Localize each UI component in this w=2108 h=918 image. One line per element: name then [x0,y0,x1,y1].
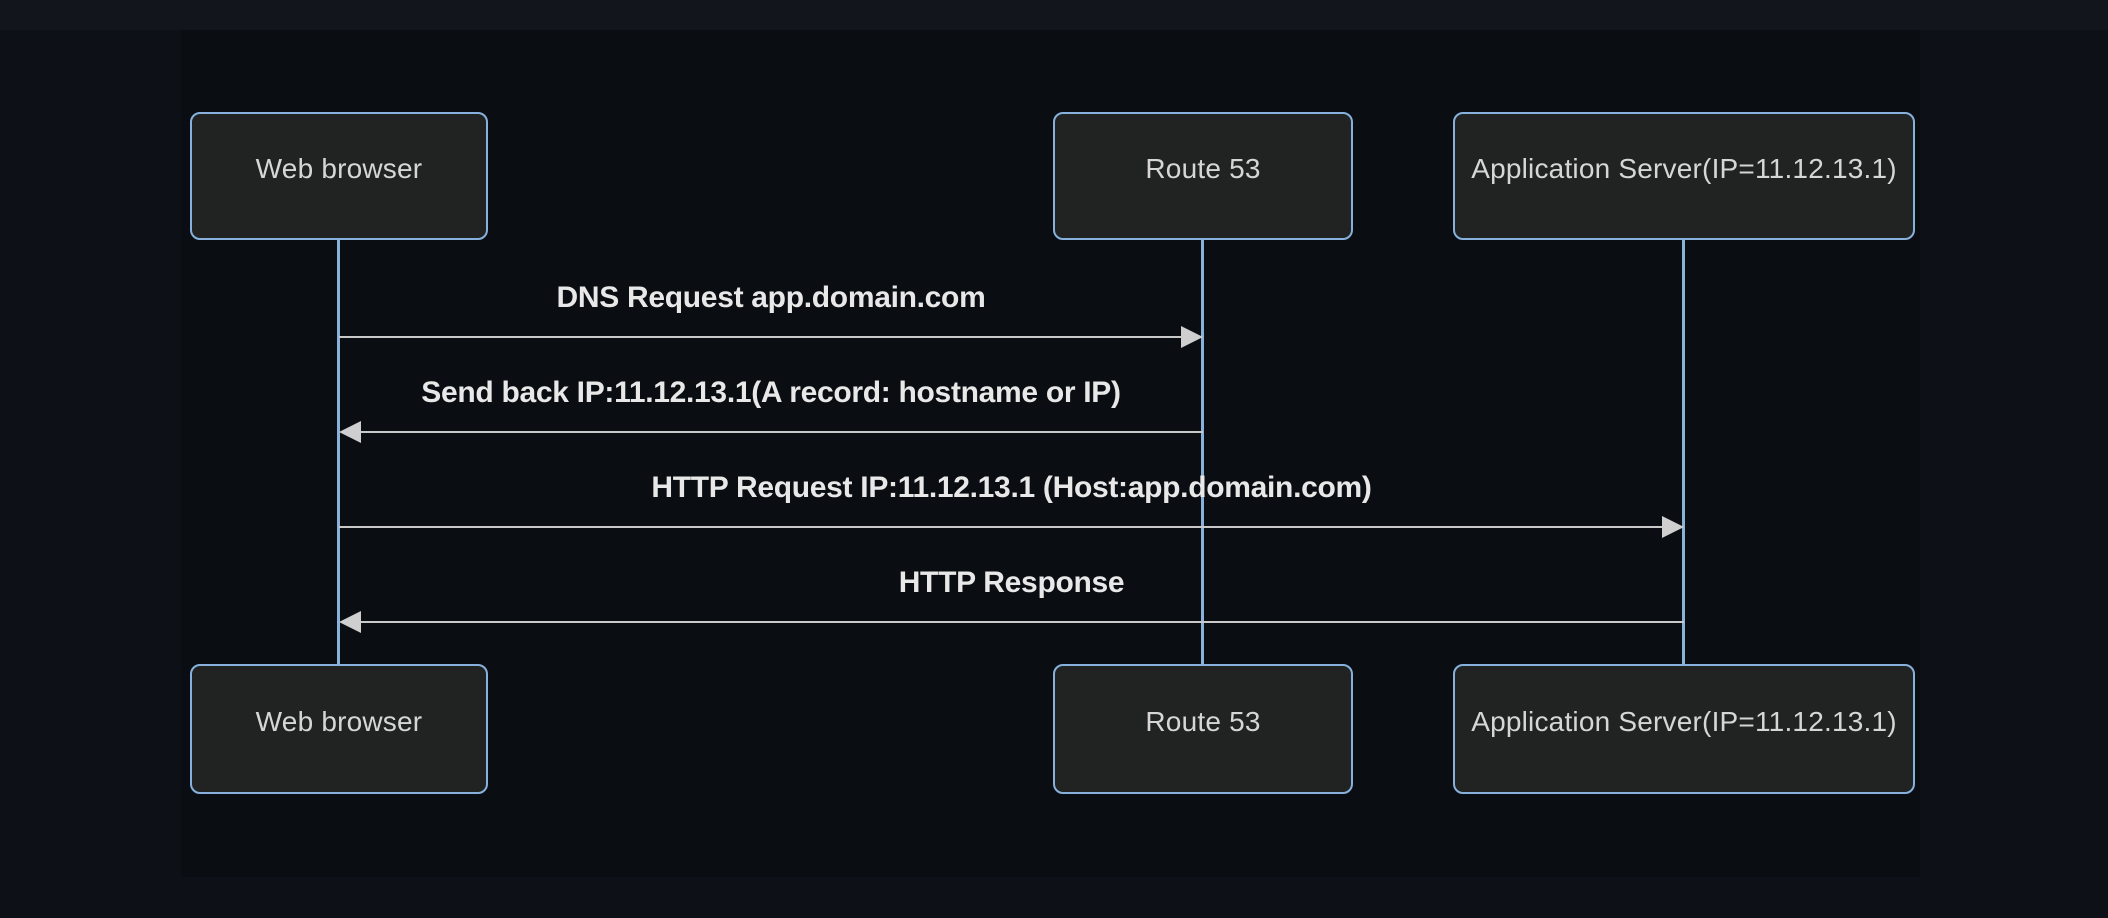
arrow-head-right-icon [1662,516,1684,538]
actor-label-app-server: Application Server(IP=11.12.13.1) [1471,706,1897,737]
lifeline-app-server [1682,240,1685,664]
lifeline-web-browser [337,240,340,664]
message-line-send-back-ip [359,431,1203,433]
actor-box-web-browser-bottom: Web browser [190,664,488,794]
message-line-http-response [359,621,1684,623]
message-label-send-back-ip: Send back IP:11.12.13.1(A record: hostna… [421,376,1121,409]
actor-label-app-server: Application Server(IP=11.12.13.1) [1471,153,1897,184]
arrow-head-right-icon [1181,326,1203,348]
message-label-dns-request: DNS Request app.domain.com [556,281,986,314]
message-label-http-response: HTTP Response [898,566,1125,599]
actor-box-web-browser-top: Web browser [190,112,488,240]
actor-label-web-browser: Web browser [255,706,423,737]
message-line-http-request [339,526,1664,528]
actor-box-app-server-top: Application Server(IP=11.12.13.1) [1453,112,1915,240]
actor-box-app-server-bottom: Application Server(IP=11.12.13.1) [1453,664,1915,794]
actor-box-route-53-top: Route 53 [1053,112,1353,240]
arrow-head-left-icon [339,421,361,443]
arrow-head-left-icon [339,611,361,633]
actor-label-route-53: Route 53 [1145,706,1261,737]
actor-label-route-53: Route 53 [1145,153,1261,184]
message-line-dns-request [339,336,1183,338]
actor-box-route-53-bottom: Route 53 [1053,664,1353,794]
actor-label-web-browser: Web browser [255,153,423,184]
lifeline-route-53 [1201,240,1204,664]
message-label-http-request: HTTP Request IP:11.12.13.1 (Host:app.dom… [651,471,1372,504]
background-top-strip [0,0,2108,30]
